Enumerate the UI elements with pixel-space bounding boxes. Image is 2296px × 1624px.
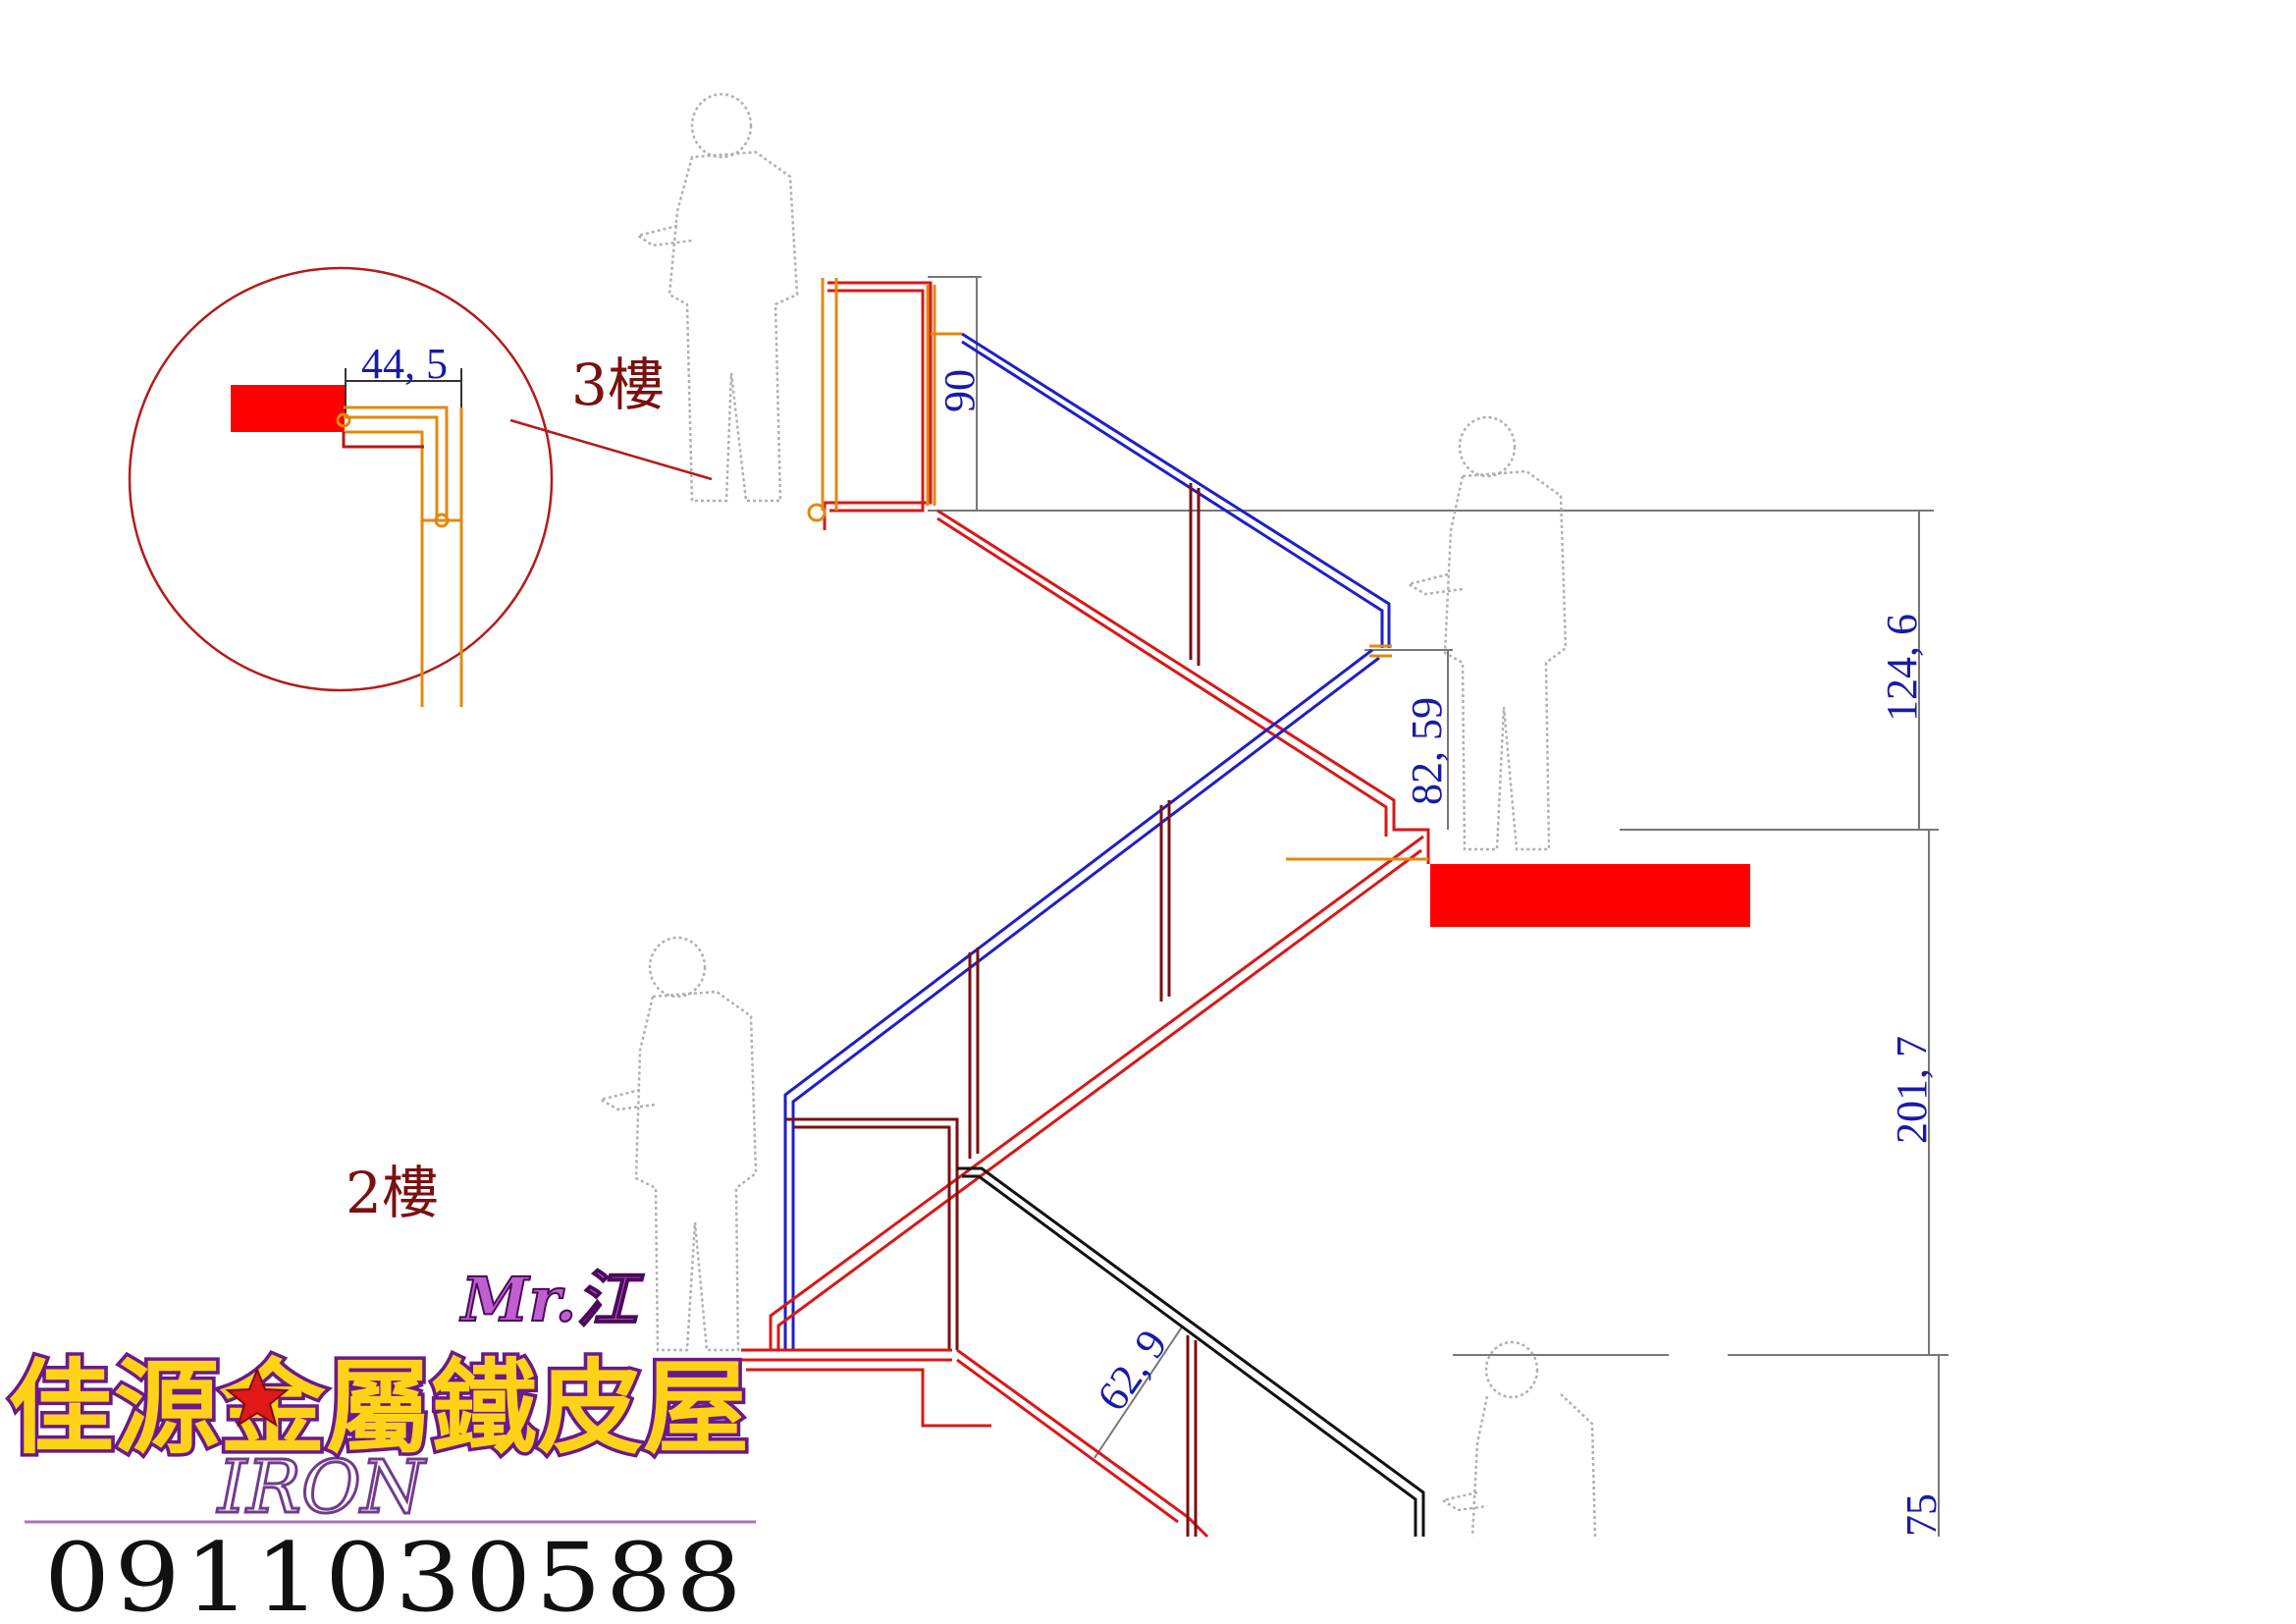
dimension-lines [345, 276, 1949, 1537]
logo-company-name: 佳源金屬鐵皮屋 [8, 1347, 749, 1468]
logo-phone-number: 0911030588 [44, 1523, 746, 1624]
upper-flight [807, 278, 1430, 864]
person-figure-top [634, 92, 799, 503]
star-icon [225, 1367, 290, 1428]
dimension-total-lower: 75 [1897, 1493, 1946, 1537]
landing-slab [1430, 864, 1750, 927]
floor-label-3f: 3樓 [571, 352, 665, 418]
logo-mr-text: Mr.江 [459, 1264, 644, 1335]
person-figure-bottom [1439, 1340, 1597, 1538]
person-figure-landing [1405, 415, 1568, 851]
dimension-rail-height-landing: 82, 59 [1403, 697, 1451, 805]
company-logo: Mr.江 佳源金屬鐵皮屋 IRON 0911030588 [5, 1263, 756, 1624]
dimension-total-upper: 124, 6 [1878, 614, 1926, 722]
lower-flight [956, 1166, 1425, 1539]
dimension-rail-height-top: 90 [935, 369, 984, 412]
detail-callout [128, 266, 713, 707]
middle-flight [741, 644, 1428, 1428]
dimension-rail-height-lower: 62, 9 [1088, 1322, 1177, 1420]
logo-iron-text: IRON [216, 1445, 427, 1530]
floor-label-2f: 2樓 [346, 1160, 439, 1226]
dimension-detail-width: 44, 5 [361, 340, 448, 388]
dimension-total-middle: 201, 7 [1888, 1036, 1936, 1144]
person-figure-second [597, 936, 758, 1352]
